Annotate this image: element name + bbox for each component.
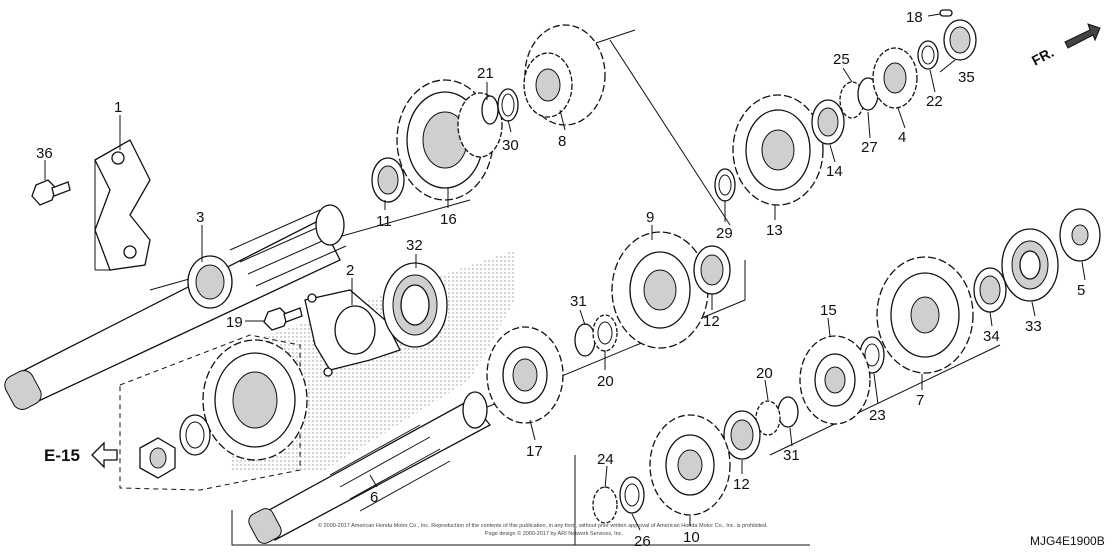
copyright-line-2: Page design © 2000-2017 by ARI Network S… [485, 530, 623, 537]
frame-line-countershaft [231, 510, 810, 546]
callout-21: 21 [477, 65, 494, 82]
reference-label: E-15 [44, 446, 80, 465]
primary-driven-gear [202, 339, 308, 461]
cap-part-5 [1059, 208, 1101, 262]
callout-32: 32 [406, 237, 423, 254]
callout-18: 18 [906, 9, 923, 26]
needle-bearing-part-34 [973, 267, 1007, 313]
front-direction-arrow [1064, 23, 1101, 49]
gear-part-17 [486, 326, 564, 424]
callout-22: 22 [926, 93, 943, 110]
callout-12-upper: 12 [703, 313, 720, 330]
pin-part-18 [939, 9, 953, 17]
bolt-part-19 [263, 307, 303, 331]
bracket-part-1 [94, 139, 151, 271]
gear-part-10 [649, 414, 731, 516]
callout-1: 1 [114, 99, 122, 116]
callout-15: 15 [820, 302, 837, 319]
copyright-line-1: © 2000-2017 American Honda Motor Co., In… [318, 522, 768, 529]
washer-part-29 [714, 168, 736, 202]
callout-16: 16 [440, 211, 457, 228]
washer-left [179, 414, 211, 456]
callout-5: 5 [1077, 282, 1085, 299]
bearing-part-33 [1001, 228, 1059, 302]
callout-31-upper: 31 [570, 293, 587, 310]
washer-part-21 [481, 95, 499, 125]
callout-13: 13 [766, 222, 783, 239]
plate-part-2 [304, 289, 401, 377]
gear-part-13 [732, 94, 824, 206]
callout-27: 27 [861, 139, 878, 156]
dashed-group-outline [119, 334, 301, 491]
mainshaft-part-3 [4, 204, 347, 410]
frame-line-right-2 [769, 344, 1001, 456]
ring-part-30 [497, 88, 519, 122]
callout-34: 34 [983, 328, 1000, 345]
callout-29: 29 [716, 225, 733, 242]
needle-bearing-part-35 [943, 19, 977, 61]
callout-24: 24 [597, 451, 614, 468]
needle-bearing-part-12-upper [693, 245, 731, 295]
gear-part-7 [876, 256, 974, 374]
callout-14: 14 [826, 163, 843, 180]
callout-36: 36 [36, 145, 53, 162]
bolt-part-36 [31, 179, 71, 206]
callout-30: 30 [502, 137, 519, 154]
front-direction-label: FR. [1029, 44, 1056, 69]
callout-6: 6 [370, 489, 378, 506]
callout-19: 19 [226, 314, 243, 331]
bearing-part-11 [371, 157, 405, 203]
bearing-part-32 [382, 262, 448, 348]
callout-3: 3 [196, 209, 204, 226]
callout-4: 4 [898, 129, 906, 146]
snap-ring-part-31-lower [777, 396, 799, 428]
gear-part-4 [872, 47, 918, 109]
washer-part-26 [619, 476, 645, 514]
frame-line-upper [609, 39, 731, 226]
washer-part-20-upper [592, 314, 618, 352]
callout-8: 8 [558, 133, 566, 150]
needle-bearing-part-12-lower [723, 410, 761, 460]
callout-2: 2 [346, 262, 354, 279]
washer-part-22 [917, 40, 939, 70]
callout-9: 9 [646, 209, 654, 226]
callout-26: 26 [634, 533, 651, 550]
gear-part-15 [799, 335, 871, 425]
callout-12-lower: 12 [733, 476, 750, 493]
leader-lines [44, 13, 1086, 531]
callout-20-lower: 20 [756, 365, 773, 382]
frame-line-mid [479, 260, 746, 411]
callout-11: 11 [376, 213, 392, 230]
diagram-code: MJG4E1900B [1030, 534, 1105, 548]
callout-33: 33 [1025, 318, 1042, 335]
callout-23: 23 [869, 407, 886, 424]
reference-arrow [91, 441, 118, 469]
washer-part-20-lower [755, 400, 781, 436]
nut-left [139, 437, 176, 479]
callout-25: 25 [833, 51, 850, 68]
callout-35: 35 [958, 69, 975, 86]
callout-31-lower: 31 [783, 447, 800, 464]
washer-part-24 [592, 486, 618, 524]
bushing-part-14 [811, 99, 845, 145]
snap-ring-part-31-upper [574, 323, 596, 357]
callout-10: 10 [683, 529, 700, 546]
callout-7: 7 [916, 392, 924, 409]
callout-17: 17 [526, 443, 543, 460]
gear-part-8 [523, 24, 606, 126]
callout-20-upper: 20 [597, 373, 614, 390]
gear-part-9 [611, 231, 709, 349]
countershaft-part-6 [248, 391, 491, 544]
